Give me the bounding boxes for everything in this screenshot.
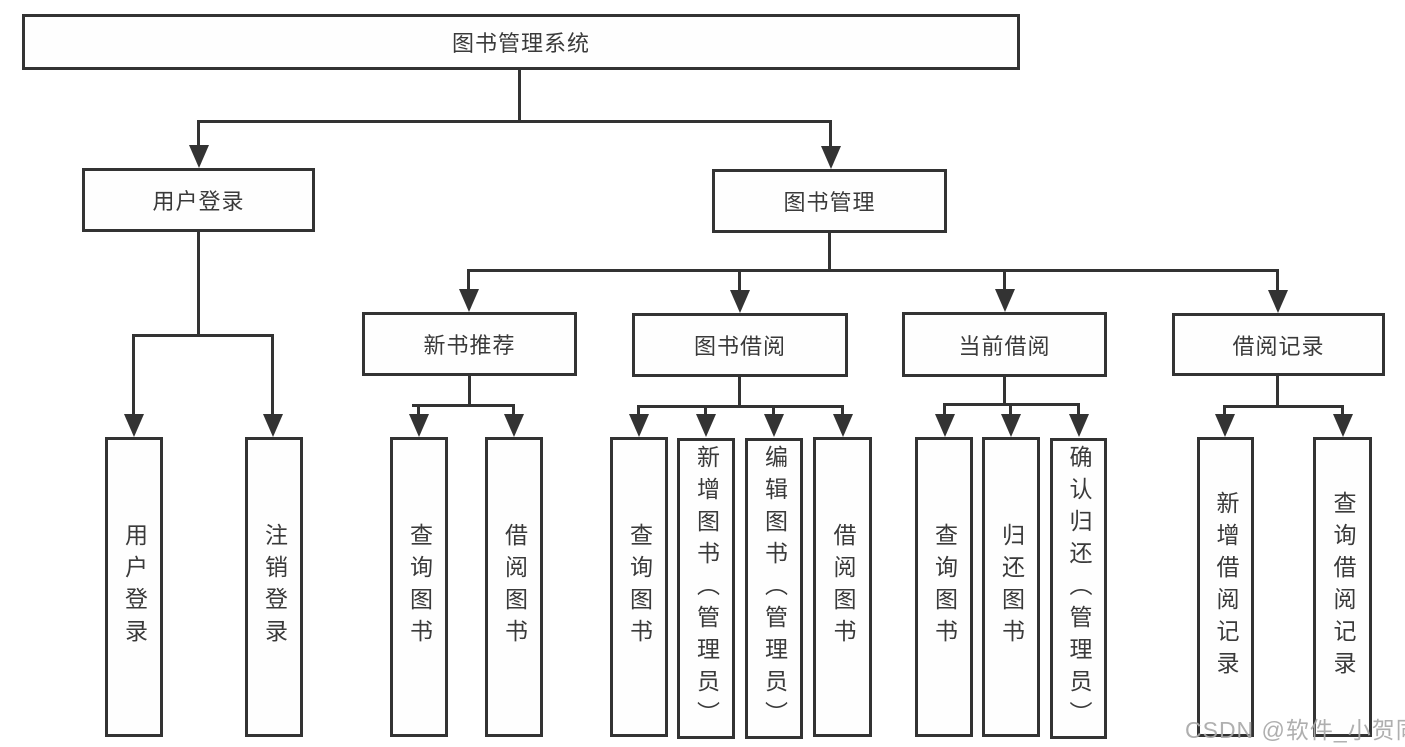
leaf-borrow-books-borrowing: 借阅图书	[813, 437, 872, 737]
csdn-watermark: CSDN @软件_小贺同学	[1185, 717, 1405, 743]
arrow-to-leaf-query-books-recommend	[409, 414, 429, 437]
arrow-to-new-book-recommendation	[459, 289, 479, 312]
node-book-management: 图书管理	[712, 169, 947, 233]
node-label: 图书管理	[783, 190, 876, 215]
arrow-to-leaf-query-books-current	[935, 414, 955, 437]
connector-borrowing-bar	[637, 405, 844, 408]
connector-recommend-drop-2	[512, 404, 515, 415]
connector-root-left-drop	[197, 120, 200, 146]
node-label: 确认归还（管理员）	[1066, 444, 1092, 733]
arrow-to-leaf-query-books-borrowing	[629, 414, 649, 437]
connector-recommend-stem	[468, 376, 471, 407]
connector-borrowing-drop-3	[772, 405, 775, 415]
connector-recommend-drop-1	[417, 404, 420, 415]
arrow-to-current-borrowing	[995, 289, 1015, 312]
leaf-user-login: 用户登录	[105, 437, 163, 737]
leaf-query-borrow-record: 查询借阅记录	[1313, 437, 1372, 737]
connector-login-bar	[132, 334, 274, 337]
leaf-query-books-current: 查询图书	[915, 437, 973, 737]
node-current-borrowing: 当前借阅	[902, 312, 1107, 377]
arrow-to-borrowing-records	[1268, 290, 1288, 313]
node-label: 归还图书	[998, 523, 1025, 651]
connector-mgmt-drop-2	[738, 269, 741, 290]
connector-recommend-bar	[412, 404, 515, 407]
connector-mgmt-stem	[828, 233, 831, 271]
node-book-borrowing: 图书借阅	[632, 313, 848, 377]
arrow-to-book-borrowing	[730, 290, 750, 313]
connector-records-drop-2	[1341, 405, 1344, 415]
node-new-book-recommendation: 新书推荐	[362, 312, 577, 376]
leaf-query-books-recommend: 查询图书	[390, 437, 448, 737]
node-label: 图书管理系统	[451, 31, 590, 56]
connector-borrowing-stem	[738, 377, 741, 408]
arrow-to-leaf-add-borrow-record	[1215, 414, 1235, 437]
node-label: 用户登录	[152, 189, 245, 214]
node-label: 查询图书	[406, 523, 433, 651]
connector-mgmt-drop-1	[467, 269, 470, 289]
connector-records-bar	[1223, 405, 1343, 408]
connector-current-drop-1	[943, 403, 946, 415]
arrow-to-leaf-confirm-return	[1069, 414, 1089, 437]
connector-current-stem	[1003, 377, 1006, 406]
node-borrowing-records: 借阅记录	[1172, 313, 1385, 376]
node-label: 借阅记录	[1232, 333, 1325, 359]
arrow-to-leaf-query-borrow-record	[1333, 414, 1353, 437]
node-label: 查询图书	[931, 523, 958, 651]
connector-root-stem	[518, 70, 521, 123]
connector-login-left-drop	[132, 334, 135, 415]
connector-borrowing-drop-2	[704, 405, 707, 415]
arrow-to-leaf-user-login	[124, 414, 144, 437]
node-label: 用户登录	[121, 523, 148, 651]
connector-current-drop-2	[1009, 403, 1012, 415]
node-user-login-group: 用户登录	[82, 168, 315, 232]
connector-mgmt-drop-3	[1003, 269, 1006, 289]
connector-mgmt-drop-4	[1276, 269, 1279, 290]
node-label: 图书借阅	[693, 334, 786, 359]
connector-records-drop-1	[1223, 405, 1226, 415]
connector-borrowing-drop-4	[841, 405, 844, 415]
connector-records-stem	[1276, 376, 1279, 408]
leaf-query-books-borrowing: 查询图书	[610, 437, 668, 737]
arrow-to-leaf-borrow-books-borrowing	[833, 414, 853, 437]
arrow-to-leaf-logout	[263, 414, 283, 437]
node-label: 编辑图书（管理员）	[761, 444, 788, 733]
node-label: 查询图书	[626, 523, 653, 651]
connector-current-drop-3	[1077, 403, 1080, 415]
node-label: 当前借阅	[958, 333, 1051, 359]
leaf-logout: 注销登录	[245, 437, 303, 737]
node-label: 注销登录	[261, 523, 288, 651]
arrow-to-leaf-borrow-books-recommend	[504, 414, 524, 437]
node-label: 新书推荐	[423, 333, 516, 358]
connector-mgmt-bar	[467, 269, 1279, 272]
connector-root-bar	[197, 120, 831, 123]
leaf-return-books: 归还图书	[982, 437, 1040, 737]
arrow-to-leaf-edit-books	[764, 414, 784, 437]
arrow-to-leaf-add-books	[696, 414, 716, 437]
connector-login-stem	[197, 232, 200, 337]
leaf-add-books-admin: 新增图书（管理员）	[677, 438, 735, 739]
connector-login-right-drop	[271, 334, 274, 415]
node-library-management-system: 图书管理系统	[22, 14, 1020, 70]
leaf-add-borrow-record: 新增借阅记录	[1197, 437, 1254, 737]
arrow-to-leaf-return-books	[1001, 414, 1021, 437]
node-label: 借阅图书	[830, 523, 856, 651]
node-label: 查询借阅记录	[1330, 491, 1356, 683]
arrow-to-book-management	[821, 146, 841, 169]
connector-root-right-drop	[829, 120, 832, 147]
node-label: 新增借阅记录	[1213, 491, 1239, 683]
leaf-borrow-books-recommend: 借阅图书	[485, 437, 543, 737]
leaf-confirm-return-admin: 确认归还（管理员）	[1050, 438, 1107, 739]
node-label: 新增图书（管理员）	[693, 444, 720, 733]
arrow-to-user-login-group	[189, 145, 209, 168]
leaf-edit-books-admin: 编辑图书（管理员）	[745, 438, 803, 739]
connector-borrowing-drop-1	[637, 405, 640, 415]
node-label: 借阅图书	[501, 523, 528, 651]
